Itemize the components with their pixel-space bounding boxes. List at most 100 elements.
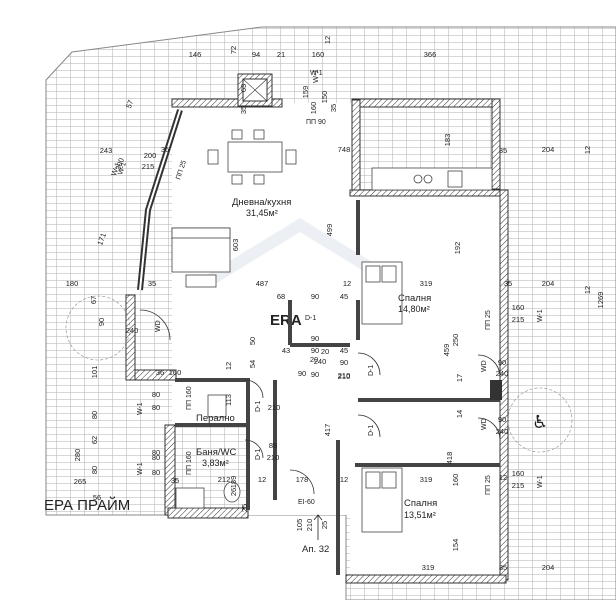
tag-w1-left-1: W-1: [137, 402, 144, 415]
dimension-middle-11: 192: [453, 242, 462, 255]
dimension-center-6: 459: [442, 344, 451, 357]
dimension-bottom-1: 265: [74, 477, 87, 486]
tag-d1-bedroom1: D-1: [368, 365, 375, 376]
dimension-dcluster-5: 90: [311, 370, 319, 379]
dimension-lower-5: 80: [152, 453, 160, 462]
dimension-dcluster-2: 43: [282, 346, 290, 355]
entrance-arrow-icon: [313, 514, 323, 540]
dimension-left_col-5: 80: [152, 390, 160, 399]
dimension-upper_band-9: 183: [443, 134, 452, 147]
dimension-diag-2: 171: [95, 232, 108, 247]
dimension-center-7: 160: [512, 303, 525, 312]
dimension-bottom-4: 212: [218, 475, 231, 484]
watermark-faint-text: ERA: [270, 312, 302, 329]
dimension-middle-8: 12: [583, 286, 592, 294]
tag-pp25-bedroom1: ПП 25: [485, 310, 492, 330]
tag-d1-bath: D-1: [255, 449, 262, 460]
kitchen-counter: [371, 167, 493, 191]
dimension-bottom-21: 35: [499, 563, 507, 572]
dimension-diag-0: 57: [124, 99, 135, 110]
dimension-dcluster-4: 20: [310, 355, 318, 364]
dimension-center-4: 240: [314, 357, 327, 366]
dimension-middle-3: 487: [256, 279, 269, 288]
dimension-middle-9: 603: [231, 239, 240, 252]
dimension-middle-6: 35: [504, 279, 512, 288]
bedroom-1-area: 14,80м²: [398, 304, 430, 314]
tag-pp90: ПП 90: [306, 119, 326, 126]
dimension-bottom-14: 26: [229, 488, 238, 496]
dimension-chimney-2: W-1: [311, 69, 320, 83]
tag-wd-right-1: WD: [481, 360, 488, 372]
dimension-middle-0: 180: [66, 279, 79, 288]
dimension-bottom-5: 12: [258, 475, 266, 484]
dimension-middle-5: 319: [420, 279, 433, 288]
dimension-bottom-24: 90: [298, 369, 306, 378]
apartment-label: Ап. 32: [302, 544, 329, 555]
dimension-middle-2: 35: [148, 279, 156, 288]
dimension-lower-15: 90: [498, 415, 506, 424]
dimension-dcluster-7: 45: [340, 346, 348, 355]
dimension-center-3: 90: [311, 346, 319, 355]
dimension-left_col-9: 80: [90, 466, 99, 474]
bath-name: Баня/WC: [196, 447, 237, 458]
dimension-bottom-8: 319: [420, 475, 433, 484]
dimension-middle-4: 12: [343, 279, 351, 288]
dimension-dcluster-0: 50: [248, 337, 257, 345]
dimension-top-6: 12: [323, 36, 332, 44]
dimension-lower-7: 210: [267, 453, 280, 462]
bed-bedroom-2: [361, 467, 403, 533]
dimension-lower-9: 210: [338, 371, 351, 380]
dimension-bottom-17: 210: [305, 519, 314, 532]
dimension-lower-11: 17: [455, 374, 464, 382]
watermark-house-icon: [206, 217, 394, 286]
living-room-name: Дневна/кухня: [232, 197, 291, 208]
dimension-chimney-0: 63: [239, 84, 248, 92]
dimension-bottom-11: 418: [445, 452, 454, 465]
dimension-bottom-2: 56: [93, 493, 101, 502]
dimension-chimney-4: 160: [309, 102, 318, 115]
dimension-bottom-15: 25: [240, 504, 249, 512]
dimension-dcluster-6: 210: [338, 372, 351, 381]
dimension-left_col-0: 101: [90, 366, 99, 379]
dimension-lower-12: 90: [498, 358, 506, 367]
dimension-bottom-10: 12: [499, 473, 507, 482]
dining-table: [207, 129, 297, 185]
dimension-left_col-3: 240: [126, 326, 139, 335]
interior-walls: [175, 200, 500, 575]
dimension-upper_band-5: 748: [338, 145, 351, 154]
dimension-bottom-22: 204: [542, 563, 555, 572]
living-room-area: 31,45м²: [246, 208, 278, 218]
dimension-center-0: 68: [277, 292, 285, 301]
dimension-chimney-5: 150: [320, 91, 329, 104]
dimension-top-3: 21: [277, 50, 285, 59]
tag-d1-center: D-1: [305, 315, 316, 322]
dimension-left_col-6: 80: [152, 403, 160, 412]
dimension-bottom-6: 178: [296, 475, 309, 484]
dimension-bottom-20: 319: [422, 563, 435, 572]
dimension-lower-4: 80: [152, 448, 160, 457]
dimension-left_col-7: 62: [90, 436, 99, 444]
tag-pp25-bedroom2: ПП 25: [485, 475, 492, 495]
bed-bedroom-1: [361, 261, 403, 325]
dimension-lower-10: 417: [323, 424, 332, 437]
dimension-bottom-3: 35: [171, 476, 179, 485]
sofa: [171, 227, 231, 288]
dimension-chimney-3: 159: [301, 86, 310, 99]
brand-watermark: ЕРА ПРАЙМ: [44, 496, 130, 514]
tag-w1-diag: W-1: [117, 161, 128, 175]
dimension-center-2: 45: [340, 292, 348, 301]
tag-pp160-laundry: ПП 160: [186, 386, 193, 410]
dimension-lower-13: 240: [496, 369, 509, 378]
dimension-lower-6: 85: [269, 441, 277, 450]
dimension-top-2: 94: [252, 50, 260, 59]
dimension-lower-14: 14: [455, 410, 464, 418]
dimension-center-8: 215: [512, 315, 525, 324]
dimension-lower-8: 90: [340, 358, 348, 367]
accessibility-icon: ♿: [532, 412, 548, 432]
tag-d1-laundry: D-1: [255, 401, 262, 412]
dimension-top-4: 160: [312, 50, 325, 59]
dimension-upper_band-2: 36: [161, 145, 169, 154]
dimension-left_col-2: 90: [97, 318, 106, 326]
bath-area: 3,83м²: [202, 458, 229, 468]
